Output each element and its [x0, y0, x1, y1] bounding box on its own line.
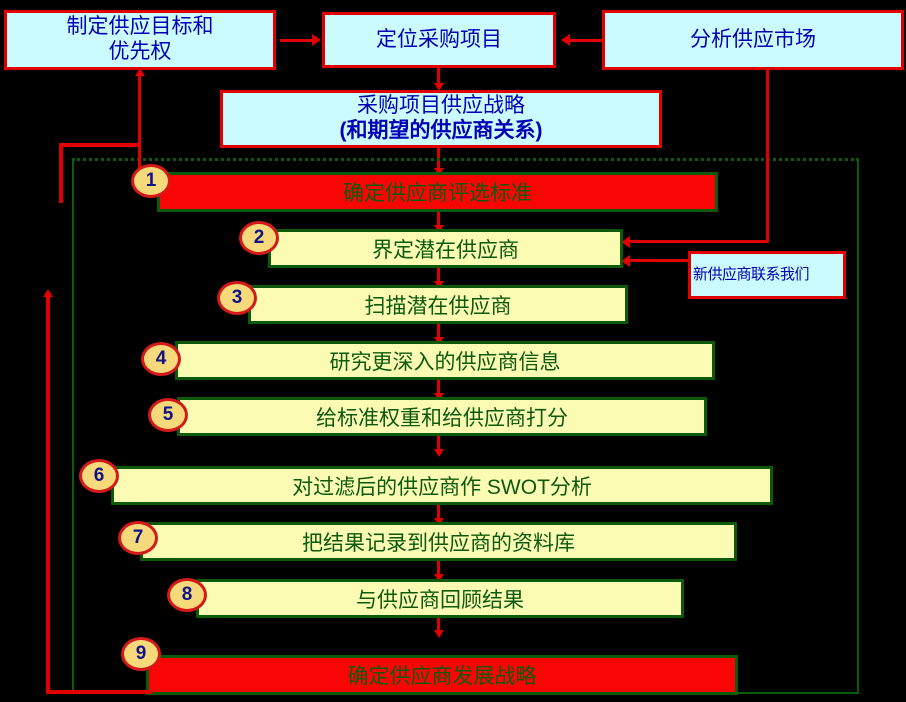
step-label-6: 对过滤后的供应商作 SWOT分析	[292, 475, 592, 499]
step-badge-8: 8	[167, 578, 207, 612]
box-analyze-market-label: 分析供应市场	[690, 27, 816, 51]
step-label-5: 给标准权重和给供应商打分	[316, 406, 568, 430]
connector-step2-to-step3	[437, 268, 440, 285]
connector-locate-to-strategy	[437, 68, 440, 86]
connector-goals-to-locate	[280, 39, 313, 42]
arrow-left-icon	[621, 236, 630, 248]
connector-step6-to-step7	[437, 505, 440, 522]
box-set-supply-goals[interactable]: 制定供应目标和 优先权	[4, 10, 276, 70]
box-supply-strategy-line2: (和期望的供应商关系)	[339, 119, 543, 142]
step-label-4: 研究更深入的供应商信息	[329, 350, 561, 374]
step-label-8: 与供应商回顾结果	[356, 588, 524, 612]
step-badge-3: 3	[217, 281, 257, 315]
arrow-up-icon	[135, 68, 145, 76]
box-analyze-market[interactable]: 分析供应市场	[602, 10, 904, 70]
feedback-step1-horizontal	[59, 143, 141, 147]
arrow-right-icon	[312, 34, 321, 46]
step-number-7: 7	[132, 527, 144, 548]
feedback-loop-left-vertical	[46, 297, 50, 693]
connector-step3-to-step4	[437, 324, 440, 341]
step-bar-7[interactable]: 把结果记录到供应商的资料库	[140, 522, 737, 561]
step-label-2: 界定潜在供应商	[372, 238, 519, 262]
step-bar-3[interactable]: 扫描潜在供应商	[248, 285, 628, 324]
step-badge-4: 4	[141, 342, 181, 376]
step-badge-6: 6	[79, 459, 119, 493]
step-number-4: 4	[155, 348, 167, 369]
arrow-down-icon	[434, 83, 444, 91]
arrow-down-icon	[434, 574, 444, 582]
step-bar-5[interactable]: 给标准权重和给供应商打分	[177, 397, 707, 436]
step-bar-4[interactable]: 研究更深入的供应商信息	[175, 341, 715, 380]
arrow-down-icon	[434, 449, 444, 457]
feedback-to-goals-vertical	[138, 76, 141, 146]
box-supply-strategy[interactable]: 采购项目供应战略 (和期望的供应商关系)	[220, 90, 662, 148]
step-bar-8[interactable]: 与供应商回顾结果	[196, 579, 684, 618]
box-locate-procurement[interactable]: 定位采购项目	[322, 12, 556, 68]
step-number-8: 8	[181, 584, 193, 605]
connector-step4-to-step5	[437, 380, 440, 397]
feedback-loop-bottom-horizontal	[46, 690, 152, 694]
connector-step7-to-step8	[437, 561, 440, 578]
arrow-up-icon	[43, 289, 53, 297]
step-badge-1: 1	[131, 164, 171, 198]
step-number-1: 1	[145, 170, 157, 191]
box-new-supplier-contact-label: 新供应商联系我们	[693, 266, 810, 284]
connector-note-to-step2	[630, 259, 690, 262]
step-badge-5: 5	[148, 398, 188, 432]
step-label-9: 确定供应商发展战略	[347, 665, 537, 688]
connector-step5-to-step6	[437, 436, 440, 453]
step-bar-6[interactable]: 对过滤后的供应商作 SWOT分析	[111, 466, 773, 505]
step-bar-9[interactable]: 确定供应商发展战略	[146, 655, 738, 695]
step-number-3: 3	[231, 287, 243, 308]
box-new-supplier-contact[interactable]: 新供应商联系我们	[688, 251, 846, 299]
step-label-3: 扫描潜在供应商	[364, 294, 512, 318]
box-locate-procurement-label: 定位采购项目	[376, 27, 502, 51]
arrow-left-icon	[561, 34, 570, 46]
box-set-supply-goals-label: 制定供应目标和 优先权	[66, 15, 214, 63]
step-label-1: 确定供应商评选标准	[343, 182, 532, 205]
connector-step1-to-step2	[437, 212, 440, 229]
feedback-step1-left-vertical	[59, 143, 63, 203]
step-badge-7: 7	[118, 521, 158, 555]
step-bar-1[interactable]: 确定供应商评选标准	[157, 172, 718, 212]
step-number-5: 5	[162, 404, 174, 425]
connector-market-to-locate	[570, 39, 603, 42]
step-number-2: 2	[253, 227, 265, 248]
step-label-7: 把结果记录到供应商的资料库	[302, 531, 575, 555]
step-number-6: 6	[93, 465, 105, 486]
arrow-down-icon	[434, 630, 444, 638]
feedback-step1-vertical-up	[138, 145, 141, 171]
step-badge-9: 9	[121, 637, 161, 671]
feedback-market-to-step2-vertical	[766, 70, 769, 242]
step-badge-2: 2	[239, 221, 279, 255]
step-number-9: 9	[135, 643, 147, 664]
box-supply-strategy-line1: 采购项目供应战略	[357, 94, 525, 118]
arrow-left-icon	[621, 255, 630, 267]
connector-step8-to-step9	[437, 618, 440, 633]
step-bar-2[interactable]: 界定潜在供应商	[268, 229, 623, 268]
feedback-market-to-step2-horizontal	[630, 240, 769, 243]
